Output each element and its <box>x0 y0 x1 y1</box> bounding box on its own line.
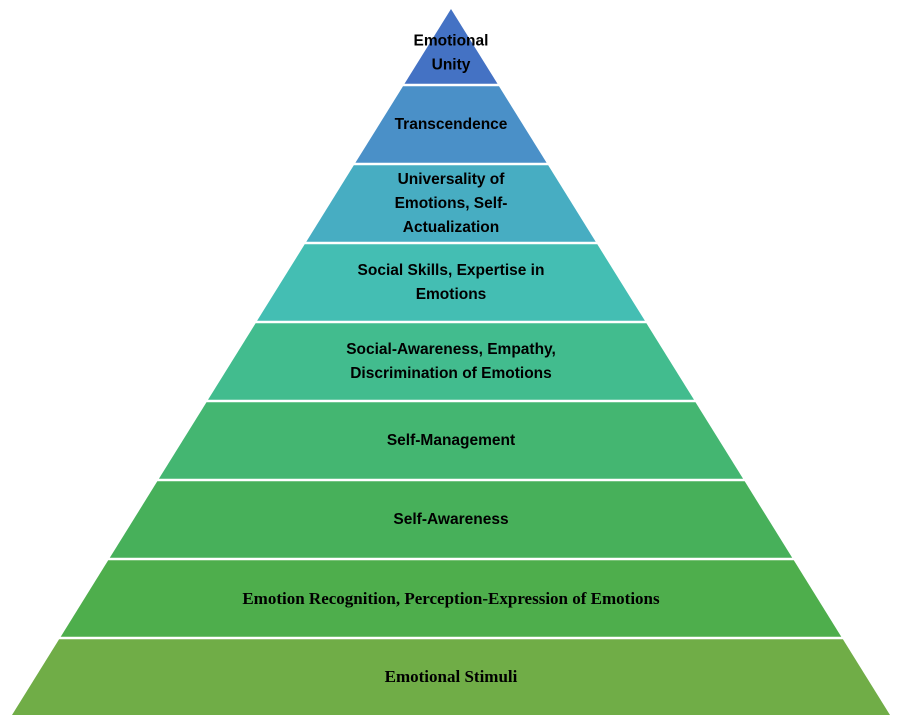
pyramid-level-4-label-line-1: Social Skills, Expertise in <box>358 262 545 279</box>
pyramid-level-5 <box>208 323 694 400</box>
pyramid-level-1-label-line-2: Unity <box>432 57 471 74</box>
pyramid-level-3-label-line-2: Emotions, Self- <box>395 195 508 212</box>
pyramid-level-1 <box>404 9 498 84</box>
pyramid-level-1-label-line-1: Emotional <box>414 33 489 50</box>
pyramid-level-5-label-line-1: Social-Awareness, Empathy, <box>346 341 556 358</box>
pyramid-level-8-label-line-1: Emotion Recognition, Perception-Expressi… <box>242 589 660 608</box>
pyramid-level-3-label-line-3: Actualization <box>403 219 499 236</box>
pyramid-level-4-label-line-2: Emotions <box>416 286 487 303</box>
pyramid-level-9-label-line-1: Emotional Stimuli <box>385 667 518 686</box>
pyramid-level-2-label-line-1: Transcendence <box>395 116 508 133</box>
pyramid-level-9 <box>12 639 890 715</box>
pyramid-level-7 <box>109 481 793 558</box>
pyramid-level-8 <box>60 560 842 637</box>
pyramid-level-6-label-line-1: Self-Management <box>387 432 515 449</box>
pyramid-level-7-label-line-1: Self-Awareness <box>393 511 508 528</box>
pyramid-level-5-label-line-2: Discrimination of Emotions <box>350 365 552 382</box>
pyramid-level-4 <box>257 244 645 321</box>
pyramid-level-6 <box>158 402 744 479</box>
pyramid-level-3-label-line-1: Universality of <box>398 171 506 188</box>
pyramid-level-3 <box>306 165 596 242</box>
pyramid-level-2 <box>355 86 547 163</box>
